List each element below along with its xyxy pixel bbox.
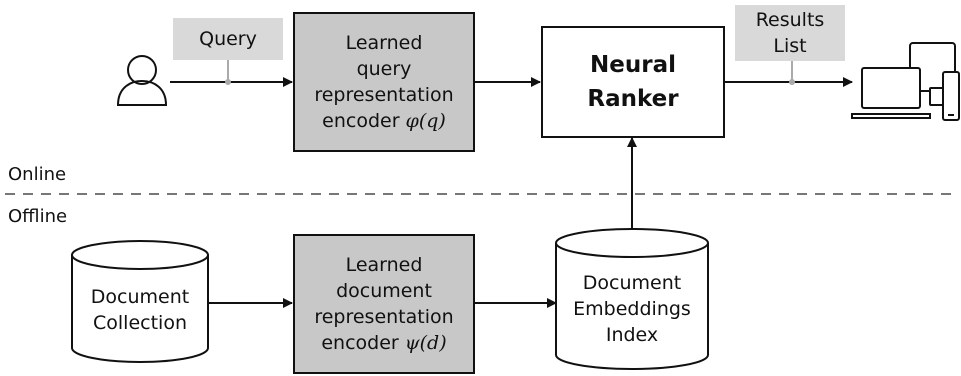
document-encoder-prefix: encoder xyxy=(321,332,405,354)
document-encoder-box: Learned document representation encoder … xyxy=(293,234,475,374)
results-label-line-1: Results xyxy=(755,9,825,31)
query-encoder-prefix: encoder xyxy=(322,110,406,132)
query-label-dot xyxy=(225,79,231,85)
document-encoder-formula: ψ(d) xyxy=(404,332,447,354)
document-encoder-line-3: representation xyxy=(314,306,454,328)
neural-ranker-line-1: Neural xyxy=(590,52,676,78)
embeddings-index-text: Document Embeddings Index xyxy=(556,270,708,348)
document-collection-line-2: Collection xyxy=(93,312,187,334)
offline-label: Offline xyxy=(8,206,68,227)
user-icon xyxy=(116,55,168,106)
embeddings-index-line-2: Embeddings xyxy=(573,298,691,320)
devices-icon xyxy=(851,42,960,121)
query-encoder-line-3: representation xyxy=(314,84,454,106)
query-encoder-line-1: Learned xyxy=(345,32,423,54)
query-encoder-formula: φ(q) xyxy=(405,110,446,132)
document-encoder-line-4: encoder ψ(d) xyxy=(321,330,446,356)
neural-ranker-line-2: Ranker xyxy=(587,86,679,112)
results-label-line-2: List xyxy=(773,35,807,57)
document-encoder-line-1: Learned xyxy=(345,254,423,276)
neural-ranker-box: Neural Ranker xyxy=(541,26,725,138)
document-encoder-line-2: document xyxy=(336,280,432,302)
document-collection-cylinder xyxy=(71,240,209,363)
query-label: Query xyxy=(173,18,283,60)
embeddings-index-line-3: Index xyxy=(605,324,659,346)
query-encoder-line-4: encoder φ(q) xyxy=(322,108,446,134)
embeddings-index-cylinder xyxy=(555,228,709,370)
document-collection-text: Document Collection xyxy=(72,284,208,336)
query-encoder-line-2: query xyxy=(356,58,412,80)
results-list-label: Results List xyxy=(735,5,845,61)
online-label: Online xyxy=(8,164,67,185)
results-label-dot xyxy=(789,79,795,85)
embeddings-index-line-1: Document xyxy=(582,272,682,294)
document-collection-line-1: Document xyxy=(90,286,190,308)
query-encoder-box: Learned query representation encoder φ(q… xyxy=(293,12,475,152)
